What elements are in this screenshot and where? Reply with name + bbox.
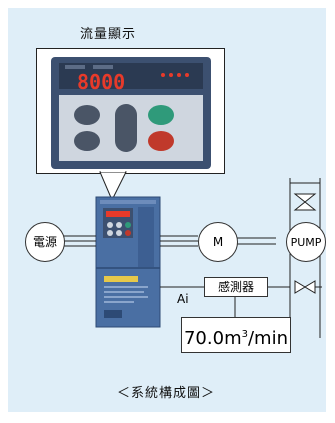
pump-node: PUMP (286, 222, 326, 262)
diagram-caption: ＜系統構成圖＞ (117, 386, 216, 401)
stop-button (148, 131, 174, 151)
shaft-lines (236, 237, 276, 245)
pump-label: PUMP (290, 236, 322, 249)
motor-label: M (212, 235, 224, 249)
flow-rate-unit: /min (247, 328, 288, 349)
run-button (148, 105, 174, 125)
power-source-node: 電源 (25, 222, 65, 262)
flow-sensor-box: 感測器 (204, 277, 268, 297)
flow-rate-exponent: 3 (241, 329, 248, 340)
pipe-lines (289, 178, 321, 338)
up-down-button (115, 104, 137, 152)
panel-indicator (65, 65, 85, 69)
func-button (74, 131, 100, 151)
keypad-closeup: 8000 (51, 57, 211, 169)
power-source-label: 電源 (32, 235, 57, 249)
panel-indicator (93, 65, 113, 69)
flow-rate-readout: 70.0m3/min (181, 317, 291, 353)
motor-lines (160, 235, 198, 247)
motor-node: M (198, 222, 238, 262)
diagram-title: 流量顯示 (80, 27, 137, 42)
status-led (161, 73, 165, 77)
flow-sensor-label: 感測器 (217, 280, 254, 294)
keypad-callout: 8000 (36, 48, 225, 174)
callout-pointer (99, 171, 127, 202)
status-led (185, 73, 189, 77)
status-led (169, 73, 173, 77)
power-lines (63, 235, 96, 247)
led-readout: 8000 (77, 70, 125, 94)
status-led (177, 73, 181, 77)
flow-rate-value: 70.0m (183, 328, 242, 349)
prg-button (74, 105, 100, 125)
top-valve (293, 193, 317, 211)
inverter-drive (95, 196, 161, 328)
analog-input-label: Ai (177, 292, 189, 306)
bottom-valve (294, 280, 316, 294)
